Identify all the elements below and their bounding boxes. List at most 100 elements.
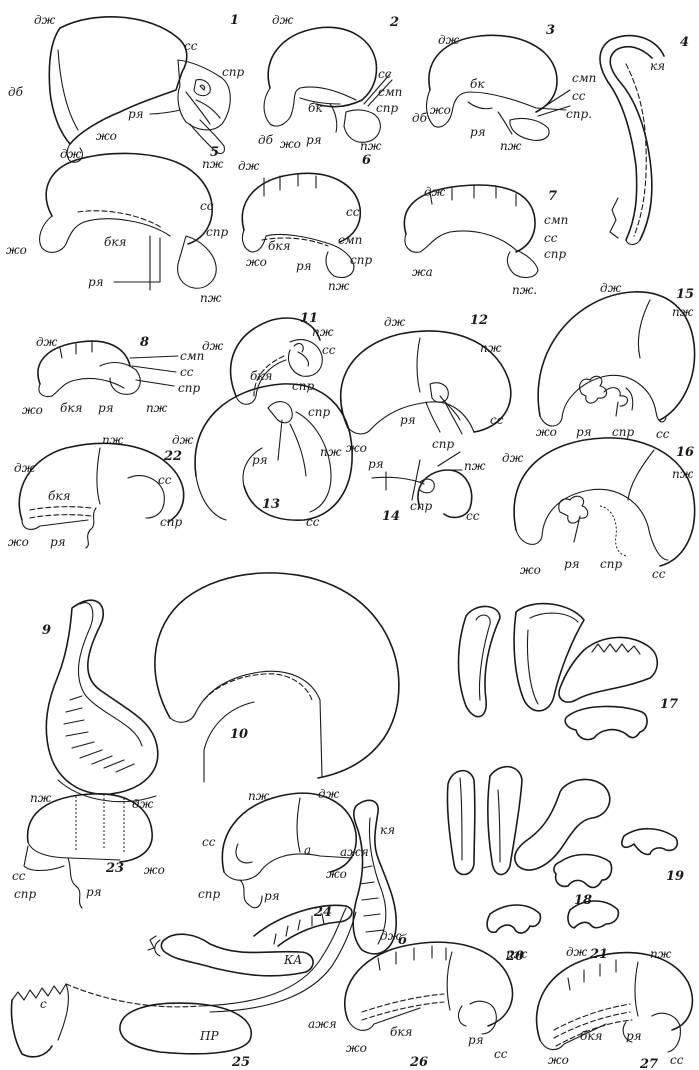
figure-number-15: 15	[676, 287, 694, 302]
label-zho-6: жо	[246, 255, 267, 269]
label-pzh-24: пж	[248, 789, 270, 803]
figure-number-7: 7	[548, 189, 557, 204]
figure-12: дж пж сс ря спр жо 12	[341, 313, 511, 455]
label-dzh-13: дж	[172, 433, 194, 447]
label-pzh-27: пж	[650, 947, 672, 961]
label-pzh-23: пж	[30, 791, 52, 805]
label-zho-15: жо	[536, 425, 557, 439]
label-pzh-14: пж	[464, 459, 486, 473]
label-pr-25: ПР	[199, 1029, 219, 1043]
label-spr-14: спр	[410, 499, 432, 513]
label-rya-16: ря	[564, 557, 580, 571]
label-rya-13: ря	[252, 453, 268, 467]
label-pzh-26: пж	[506, 947, 528, 961]
label-spr-15: спр	[612, 425, 634, 439]
label-zho-3: жо	[430, 103, 451, 117]
label-smp-8: смп	[180, 349, 204, 363]
label-spr-12: спр	[432, 437, 454, 451]
label-zho-5: жо	[6, 243, 27, 257]
label-spr-7: спр	[544, 247, 566, 261]
figure-number-25: 25	[231, 1055, 250, 1070]
figure-number-2: 2	[389, 15, 399, 30]
figure-number-16: 16	[676, 445, 694, 460]
label-dzh-11: дж	[202, 339, 224, 353]
label-ss-1: сс	[184, 39, 198, 53]
label-spr-2: спр	[376, 101, 398, 115]
label-pzh-15: пж	[672, 305, 694, 319]
label-ss-5: сс	[200, 199, 214, 213]
label-dzh-1: дж	[34, 13, 56, 27]
label-ka-25: КА	[283, 953, 302, 967]
label-smp-7: смп	[544, 213, 568, 227]
figure-number-13: 13	[262, 497, 280, 512]
label-ss-26: сс	[494, 1047, 508, 1061]
figure-23: пж дж сс спр ря жо 23	[12, 791, 165, 908]
label-ss-27: сс	[670, 1053, 684, 1067]
figure-number-3: 3	[546, 23, 555, 38]
figure-number-10: 10	[230, 727, 248, 742]
label-zho-1: жо	[96, 129, 117, 143]
label-ka-4: кя	[650, 59, 665, 73]
label-spr-22: спр	[160, 515, 182, 529]
label-rya-3: ря	[470, 125, 486, 139]
label-ss-24: сс	[202, 835, 216, 849]
label-smp-3: смп	[572, 71, 596, 85]
figure-number-8: 8	[140, 335, 149, 350]
label-rya-24: ря	[264, 889, 280, 903]
label-ajya-26: ажя	[308, 1017, 337, 1031]
label-bkya-11: бкя	[250, 369, 272, 383]
label-rya-22: ря	[50, 535, 66, 549]
figure-number-14: 14	[382, 509, 400, 524]
label-dzh-26: дж	[380, 929, 402, 943]
label-pzh-3: пж	[500, 139, 522, 153]
label-spr-13: спр	[308, 405, 330, 419]
label-bkya-5: бкя	[104, 235, 126, 249]
figure-25: с КА ПР 25	[11, 905, 356, 1070]
figure-5: дж сс спр бкя жо ря пж 5	[6, 145, 228, 305]
label-rya-14: ря	[368, 457, 384, 471]
figure-number-12: 12	[470, 313, 488, 328]
label-spr-23: спр	[14, 887, 36, 901]
figure-14: ря спр пж сс 14	[368, 452, 486, 524]
label-zho-24: жо	[326, 867, 347, 881]
figure-number-26: 26	[409, 1055, 428, 1070]
label-pzh-7: пж.	[512, 283, 537, 297]
label-ss-14: сс	[466, 509, 480, 523]
label-dzh-24: дж	[318, 787, 340, 801]
label-zho-23: жо	[144, 863, 165, 877]
label-s-25: с	[40, 997, 47, 1011]
figure-1: дж сс спр дб ря жо пж 1	[8, 13, 244, 171]
label-ss-2: сс	[378, 67, 392, 81]
label-dzh-22: дж	[14, 461, 36, 475]
figure-9: 9	[42, 600, 158, 801]
label-spr-8: спр	[178, 381, 200, 395]
label-pzh-6: пж	[328, 279, 350, 293]
label-dzh-23: дж	[132, 797, 154, 811]
label-rya-2: ря	[306, 133, 322, 147]
label-dzh-16: дж	[502, 451, 524, 465]
label-ss-6: сс	[346, 205, 360, 219]
label-zha-7: жа	[412, 265, 433, 279]
label-spr-5: спр	[206, 225, 228, 239]
figure-6: дж сс смп спр бкя жо ря пж 6	[238, 153, 372, 293]
label-zho-26: жо	[346, 1041, 367, 1055]
figure-number-6: 6	[362, 153, 371, 168]
label-dzh-27: дж	[566, 945, 588, 959]
label-ka-b: кя	[380, 823, 395, 837]
label-ss-16: сс	[652, 567, 666, 581]
label-rya-12: ря	[400, 413, 416, 427]
label-dzh-6: дж	[238, 159, 260, 173]
label-dzh-2: дж	[272, 13, 294, 27]
label-ss-22: сс	[158, 473, 172, 487]
label-spr-3: спр.	[566, 107, 592, 121]
figure-19: 19	[622, 829, 684, 884]
figure-22: дж пж сс бкя жо ря спр 22	[8, 433, 184, 549]
label-zho-12: жо	[346, 441, 367, 455]
label-ajya-24: ажя	[340, 845, 369, 859]
label-rya-15: ря	[576, 425, 592, 439]
label-a-24: а	[304, 843, 311, 857]
label-rya-6: ря	[296, 259, 312, 273]
label-zho-27: жо	[548, 1053, 569, 1067]
label-pzh-16: пж	[672, 467, 694, 481]
